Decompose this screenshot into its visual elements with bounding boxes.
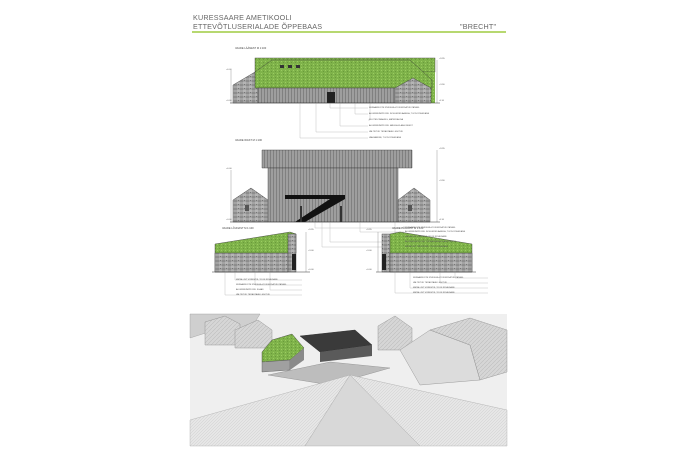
project-subtitle: ETTEVÕTLUSERIALADE ÕPPEBAAS	[193, 22, 323, 31]
level-marker: +0.00	[226, 100, 232, 102]
material-note: ALUMIINIUMPROFIIL KLAAS	[236, 289, 264, 291]
material-note: ALUMIINIUMPROFIIL MÄLIGA KLAASI SEEST	[369, 125, 413, 127]
level-marker: +6.00	[226, 69, 232, 71]
school-name: KURESSAARE AMETIKOOLI	[193, 13, 292, 22]
level-marker: +0.00	[308, 269, 314, 271]
level-marker: +3.90	[439, 84, 445, 86]
material-note: METALLIST VÕRESTIK, TOON RÕHEDANE	[236, 279, 278, 281]
level-marker: +3.00	[366, 250, 372, 252]
level-marker: +3.90	[439, 180, 445, 182]
material-note: KERAAMILISTE KIVIDEGA VOODERDATUD PANEEL	[236, 284, 287, 286]
material-note: VAHIMAKINE, TOON RÕHEDANE	[369, 137, 402, 139]
level-marker: -0.10	[439, 100, 444, 102]
material-note: METALLIST TREPIVÕRE, TOON RÕHEDANE	[405, 246, 449, 248]
west-elevation	[230, 57, 440, 139]
material-note: VALTSITUD TERASTAHE LIHVITUD	[369, 131, 404, 133]
level-marker: +0.00	[366, 269, 372, 271]
material-note: METALLIST VÕRESTIK, TOON RÕHEDANE	[413, 287, 455, 289]
level-marker: +9.95	[366, 229, 372, 231]
level-marker: +9.95	[439, 58, 445, 60]
south-elevation	[212, 231, 310, 296]
material-note: VALTSITUD TERASTAHE LIHVITUD	[236, 294, 271, 296]
material-note: KERAAMILISTE KIVIDEGA VOODERDATUD PANEEL	[413, 277, 464, 279]
material-note: ALUMIINIUMPROFIIL ISOLEERIKLAASIGA, TOON…	[405, 231, 466, 233]
north-elevation-title: VAADE PÕHJAST M 1:100	[392, 227, 424, 230]
west-elevation-title: VAADE LÄÄNEST M 1:100	[235, 47, 267, 50]
material-note: METALLIST VÕRESTIK, TOON RÕHEDANE	[413, 292, 455, 294]
level-marker: +0.00	[226, 219, 232, 221]
east-elevation	[230, 149, 440, 248]
material-note: ALUMIINIUMPROFIIL ISOLEERIKLAASIGA, TOON…	[369, 113, 430, 115]
level-marker: +6.00	[226, 168, 232, 170]
material-note: VALTSITUD TERASTAHE LIHVITUD	[413, 282, 448, 284]
level-marker: -0.10	[439, 219, 444, 221]
south-elevation-title: VAADE LÕUNAST M 1:100	[222, 227, 254, 230]
level-marker: +3.00	[308, 250, 314, 252]
aerial-3d-view	[189, 313, 508, 447]
header-rule	[192, 31, 506, 33]
material-note: ALUMIINIUMPROFIIL TÜÜBIAKNAGA KLAASI SEE…	[405, 241, 456, 243]
project-codename: "BRECHT"	[460, 22, 497, 31]
material-note: SILUTEDOMAHING, MATERJALINA	[369, 119, 404, 121]
north-elevation	[376, 231, 488, 294]
material-note: METALLIST VÕRESTIK, TOON RÕHEDANE	[405, 236, 447, 238]
material-note: KERAAMILISTE KIVIDEGA VOODERDATUD PANEEL	[369, 107, 420, 109]
east-elevation-title: VAADE IDAST M 1:100	[235, 139, 263, 142]
material-note: KERAAMILISTE KIVIDEGA VOODERDATUD PANEEL	[405, 227, 456, 229]
level-marker: +9.95	[439, 148, 445, 150]
level-marker: +9.95	[308, 229, 314, 231]
